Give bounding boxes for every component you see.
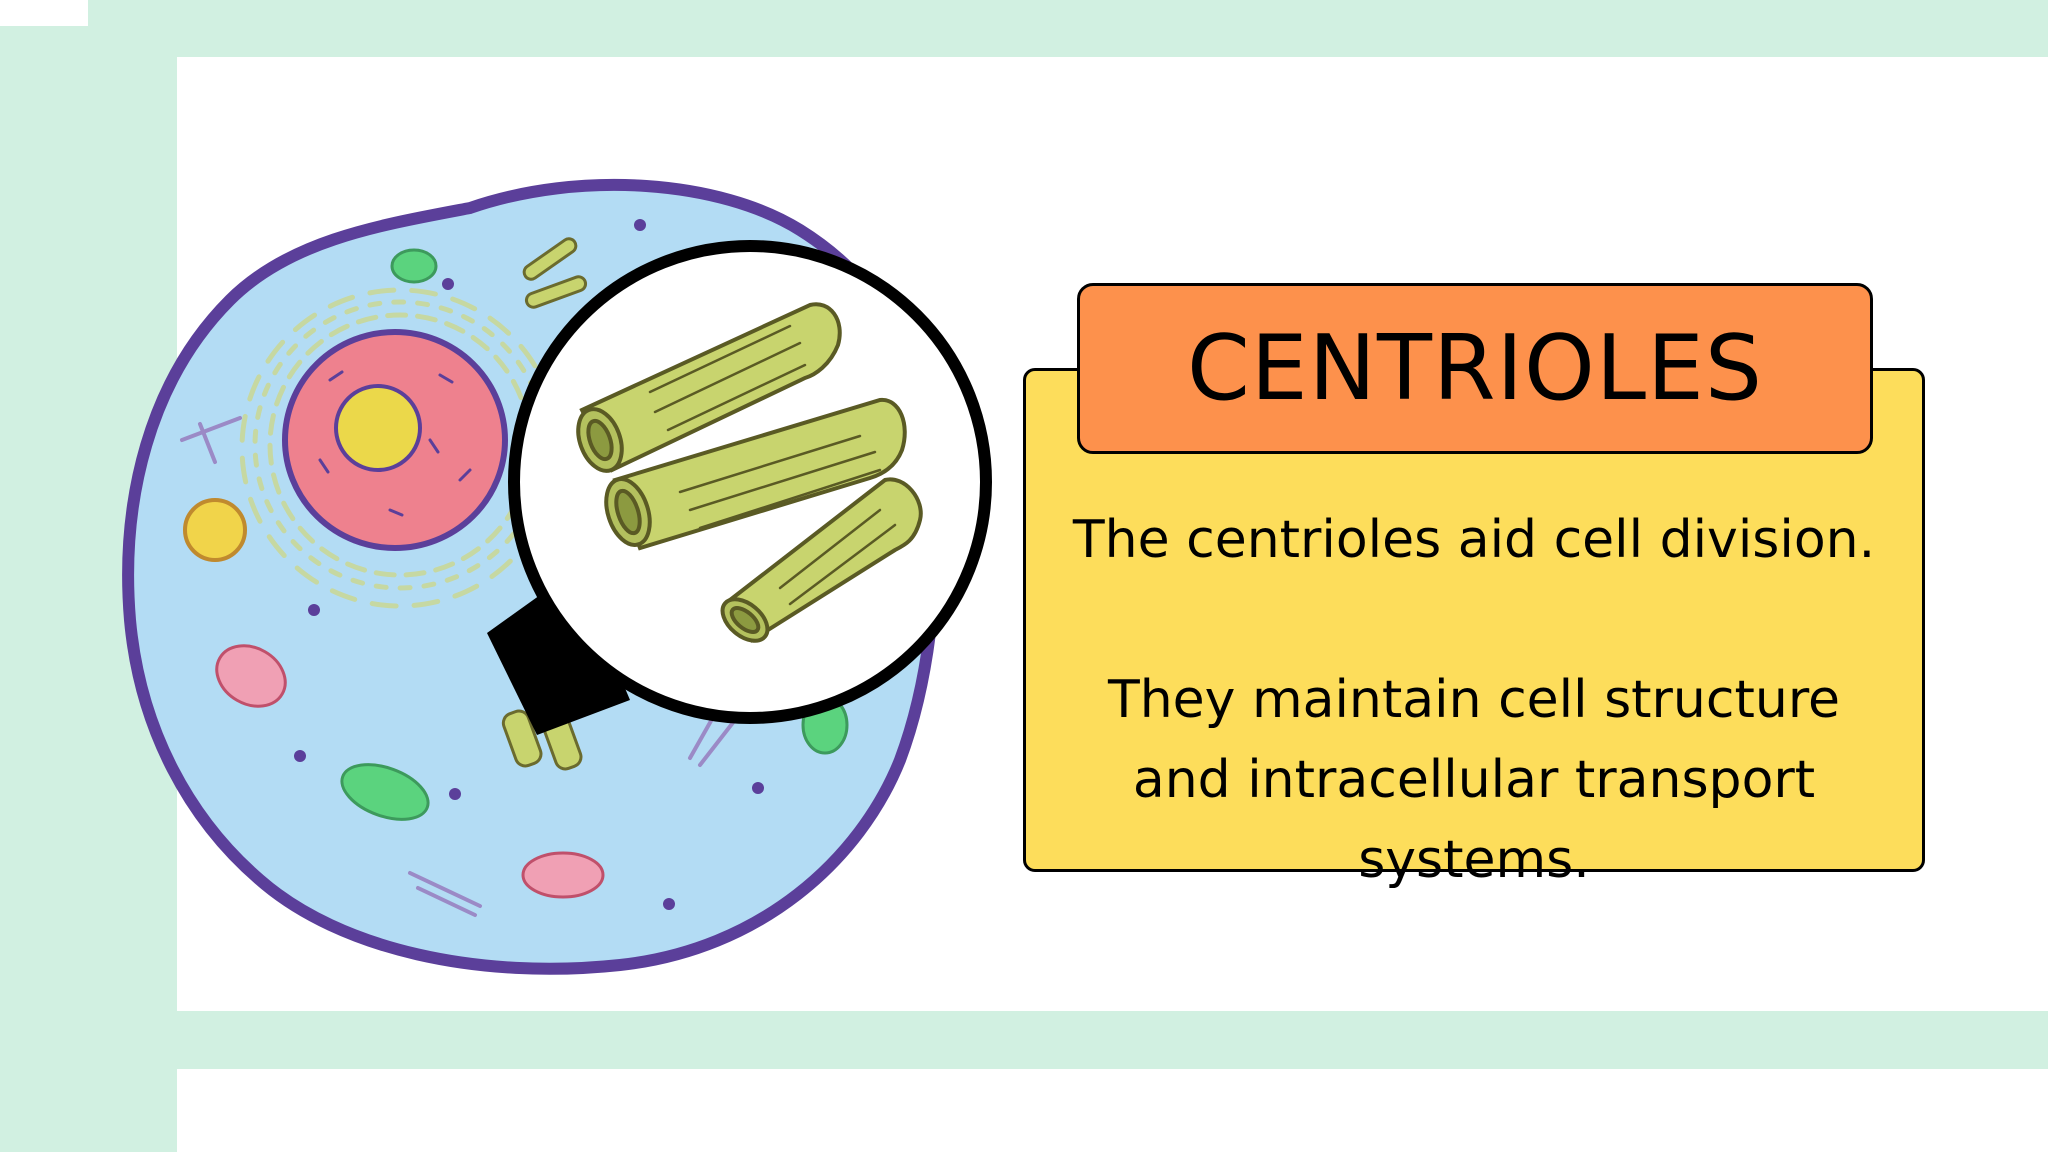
title-banner: CENTRIOLES: [1077, 283, 1873, 454]
previous-slide-edge[interactable]: [0, 0, 88, 26]
slide-body: The centrioles aid cell division. They m…: [1023, 500, 1925, 900]
body-paragraph-2: They maintain cell structure and intrace…: [1107, 670, 1841, 890]
slide-title: CENTRIOLES: [1186, 315, 1764, 421]
body-paragraph-1: The centrioles aid cell division.: [1072, 510, 1876, 570]
next-slide-preview[interactable]: [177, 1069, 2048, 1152]
